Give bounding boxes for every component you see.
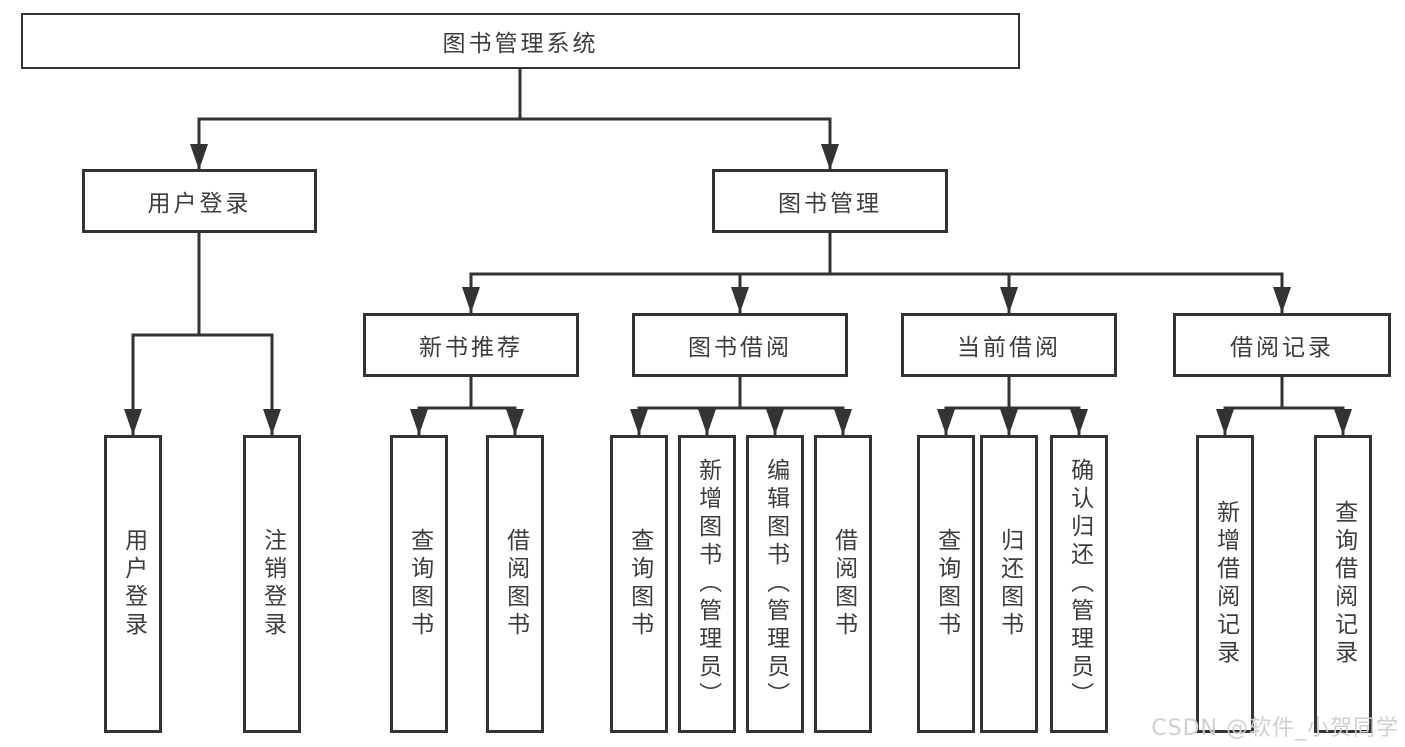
leaf-borrow-borrow-book: 借阅图书	[814, 435, 872, 733]
connector-userlogin-to-leaves	[124, 233, 281, 435]
leaf-label: 查询借阅记录	[1330, 500, 1357, 668]
leaf-logout: 注销登录	[243, 435, 301, 733]
node-book-management: 图书管理	[712, 169, 948, 233]
leaf-label: 借阅图书	[830, 528, 857, 640]
leaf-label: 查询图书	[933, 528, 960, 640]
leaf-label: 查询图书	[406, 528, 433, 640]
node-label: 用户登录	[147, 191, 252, 217]
node-user-login: 用户登录	[82, 169, 317, 233]
node-label: 新书推荐	[419, 335, 523, 361]
leaf-records-query-record: 查询借阅记录	[1314, 435, 1372, 733]
leaf-label: 注销登录	[259, 528, 286, 640]
node-label: 图书管理系统	[442, 31, 599, 57]
node-borrow-records: 借阅记录	[1173, 313, 1391, 377]
node-label: 借阅记录	[1230, 335, 1334, 361]
node-library-management-system: 图书管理系统	[21, 13, 1020, 69]
leaf-label: 借阅图书	[502, 528, 529, 640]
leaf-current-confirm-return-admin: 确认归还（管理员）	[1050, 435, 1108, 733]
connector-newbook-to-leaves	[410, 377, 524, 435]
leaf-current-query-book: 查询图书	[917, 435, 975, 733]
leaf-label: 新增图书（管理员）	[694, 458, 721, 710]
connector-currentborrow-to-leaves	[937, 377, 1088, 435]
leaf-label: 归还图书	[996, 528, 1023, 640]
node-label: 图书管理	[778, 191, 882, 217]
leaf-newbook-query-book: 查询图书	[390, 435, 448, 733]
node-label: 图书借阅	[688, 335, 792, 361]
leaf-records-add-record: 新增借阅记录	[1196, 435, 1254, 733]
connector-bookborrow-to-leaves	[630, 377, 852, 435]
leaf-borrow-query-book: 查询图书	[610, 435, 668, 733]
leaf-newbook-borrow-book: 借阅图书	[486, 435, 544, 733]
node-current-borrow: 当前借阅	[901, 313, 1117, 377]
leaf-user-login: 用户登录	[104, 435, 162, 733]
leaf-current-return-book: 归还图书	[980, 435, 1038, 733]
connector-root-to-level2	[190, 69, 839, 170]
connector-borrowrecords-to-leaves	[1216, 377, 1352, 435]
node-book-borrow: 图书借阅	[632, 313, 848, 377]
leaf-label: 确认归还（管理员）	[1066, 458, 1093, 710]
node-label: 当前借阅	[957, 335, 1061, 361]
leaf-borrow-edit-book-admin: 编辑图书（管理员）	[746, 435, 804, 733]
leaf-label: 编辑图书（管理员）	[762, 458, 789, 710]
leaf-borrow-add-book-admin: 新增图书（管理员）	[678, 435, 736, 733]
leaf-label: 新增借阅记录	[1212, 500, 1239, 668]
leaf-label: 查询图书	[626, 528, 653, 640]
connector-bookmgmt-to-level3	[462, 233, 1291, 313]
csdn-watermark: CSDN @软件_小贺同学	[1151, 716, 1399, 741]
leaf-label: 用户登录	[120, 528, 147, 640]
node-new-book-recommend: 新书推荐	[363, 313, 579, 377]
